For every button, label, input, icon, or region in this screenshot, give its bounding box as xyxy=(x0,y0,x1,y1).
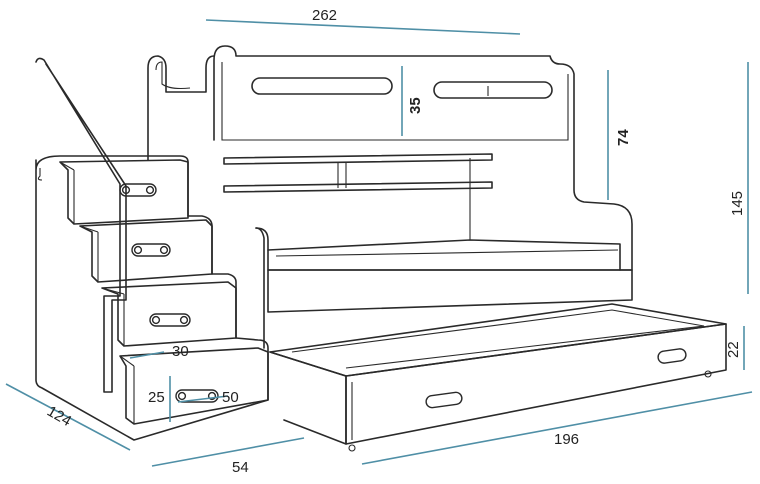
dim-line-drawer-width xyxy=(177,395,229,403)
dim-label-step-depth: 30 xyxy=(172,343,189,360)
stair-step-4-knob-l xyxy=(177,391,187,401)
stair-side-panel xyxy=(35,155,269,441)
dimension-labels: 262 35 74 145 22 124 54 196 30 25 50 xyxy=(44,7,746,476)
lower-bed-frame xyxy=(267,239,621,271)
dim-line-total-length xyxy=(205,19,521,35)
stair-post xyxy=(255,227,265,349)
trundle-front xyxy=(345,323,727,445)
stair-step-1-face xyxy=(59,161,75,224)
dim-label-trundle-length: 196 xyxy=(554,431,579,448)
stair-step-3 xyxy=(101,281,237,347)
dim-label-drawer-height: 25 xyxy=(148,389,165,406)
stair-step-2-knob-r xyxy=(159,245,169,255)
stair-step-2-handle xyxy=(131,243,171,257)
shelf-upper xyxy=(223,153,493,165)
dim-label-total-length: 262 xyxy=(312,7,337,24)
dim-line-stairs-width xyxy=(151,437,305,467)
stair-step-2-face xyxy=(79,225,99,282)
trundle-wheel-right xyxy=(704,370,712,378)
upper-bed-inner-edge xyxy=(221,62,569,141)
dimension-lines xyxy=(5,19,753,467)
stair-step-2-knob-l xyxy=(133,245,143,255)
headboard-slot-right xyxy=(433,81,553,99)
headboard-slot-left xyxy=(251,77,393,95)
trundle-handle-left xyxy=(425,391,463,409)
dim-label-upper-bed: 74 xyxy=(615,129,632,146)
stair-step-1 xyxy=(59,159,189,225)
dim-label-trundle-height: 22 xyxy=(725,341,742,358)
upper-bed-panel xyxy=(213,45,633,271)
handrail xyxy=(35,57,127,393)
back-post-guard xyxy=(155,61,191,90)
dim-label-headboard: 35 xyxy=(407,97,424,114)
dim-line-trundle-length xyxy=(361,391,753,465)
stair-side-inner xyxy=(37,168,43,181)
trundle-wheel-left xyxy=(348,444,356,452)
stair-step-3-handle xyxy=(149,313,191,327)
bed-drawing xyxy=(35,45,727,452)
stair-step-2 xyxy=(79,219,213,283)
shelf-divider xyxy=(337,162,347,188)
trundle-side xyxy=(269,351,347,445)
lower-bed-mattress xyxy=(275,249,619,257)
stair-step-3-knob-l xyxy=(151,315,161,325)
stair-step-3-knob-r xyxy=(179,315,189,325)
stair-step-4-face xyxy=(119,355,135,424)
shelf-lower xyxy=(223,181,493,193)
dim-label-total-height: 145 xyxy=(729,191,746,216)
trundle-top xyxy=(269,303,727,377)
dim-line-stairs-depth xyxy=(5,383,131,451)
dim-label-drawer-width: 50 xyxy=(222,389,239,406)
back-post xyxy=(147,55,215,161)
dim-label-stairs-width: 54 xyxy=(232,459,249,476)
lower-bed-front-rail xyxy=(267,269,633,313)
stair-step-1-knob-r xyxy=(145,185,155,195)
dim-line-step-depth xyxy=(129,351,165,359)
stair-step-4 xyxy=(119,347,269,425)
trundle-handle-right xyxy=(657,348,687,364)
trundle-inner-edge xyxy=(291,309,705,369)
